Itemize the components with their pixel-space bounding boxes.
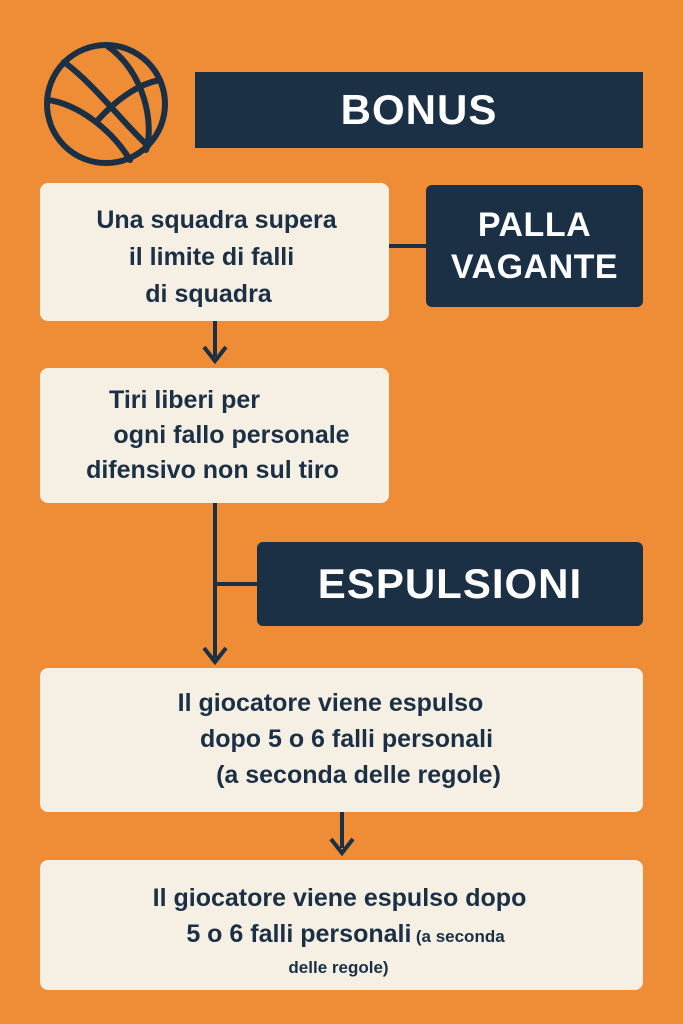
expulsion-line-2: dopo 5 o 6 falli personali [199, 725, 494, 753]
connector-line [389, 244, 426, 248]
branch-line [217, 582, 257, 586]
expulsion-detail-line-1: Il giocatore viene espulso dopo [152, 884, 527, 912]
condition-line-3: di squadra [145, 280, 272, 308]
expulsion-detail-box: Il giocatore viene espulso dopo 5 o 6 fa… [40, 860, 643, 990]
espulsioni-title: ESPULSIONI [317, 560, 583, 607]
bonus-title: BONUS [340, 86, 498, 133]
arrow-head-icon [329, 837, 355, 857]
arrow-line [213, 321, 217, 357]
palla-vagante-box: PALLA VAGANTE [426, 185, 643, 307]
condition-line-1: Una squadra supera [96, 206, 337, 234]
condition-line-2: il limite di falli [128, 243, 295, 271]
consequence-line-3: difensivo non sul tiro [86, 456, 339, 484]
expulsion-detail-small: (a seconda [415, 927, 505, 946]
espulsioni-header: ESPULSIONI [257, 542, 643, 626]
expulsion-detail-line-2: 5 o 6 falli personali (a seconda [44, 916, 647, 956]
arrow-head-icon [202, 345, 228, 365]
flow-line [213, 503, 217, 658]
expulsion-line-3: (a seconda delle regole) [216, 761, 501, 789]
consequence-box: Tiri liberi per ogni fallo personale dif… [40, 368, 389, 503]
basketball-icon [44, 42, 168, 166]
expulsion-line-1: Il giocatore viene espulso [177, 689, 484, 717]
consequence-line-1: Tiri liberi per [109, 386, 260, 414]
palla-vagante-line-2: VAGANTE [450, 248, 619, 286]
bonus-header: BONUS [195, 72, 643, 148]
condition-box: Una squadra supera il limite di falli di… [40, 183, 389, 321]
arrow-line [340, 812, 344, 848]
palla-vagante-line-1: PALLA [477, 206, 592, 244]
expulsion-detail-main: 5 o 6 falli personali [186, 920, 412, 948]
arrow-head-icon [202, 646, 228, 666]
consequence-line-2: ogni fallo personale [113, 421, 350, 449]
expulsion-detail-line-3: delle regole) [288, 958, 389, 977]
expulsion-box: Il giocatore viene espulso dopo 5 o 6 fa… [40, 668, 643, 812]
